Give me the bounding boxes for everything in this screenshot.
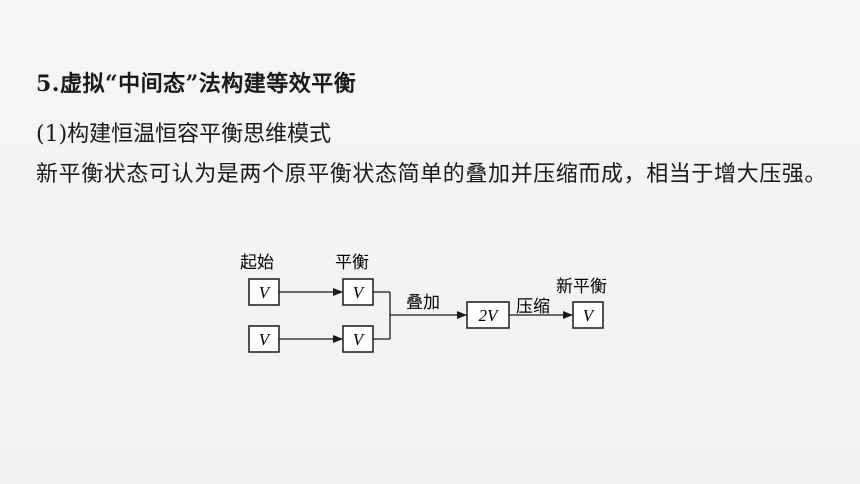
subsection-heading: (1)构建恒温恒容平衡思维模式 — [36, 122, 332, 147]
equilibrium-diagram: 起始 平衡 叠加 压缩 新平衡 V V V V — [230, 244, 650, 364]
box-eq-bottom — [342, 325, 374, 353]
label-equilibrium: 平衡 — [335, 253, 369, 273]
label-start: 起始 — [240, 253, 274, 273]
label-compress: 压缩 — [516, 297, 550, 317]
box-eq-bottom-label: V — [353, 330, 366, 349]
box-eq-top — [342, 278, 374, 306]
diagram-svg: 起始 平衡 叠加 压缩 新平衡 V V V V — [240, 253, 607, 353]
box-start-bottom-label: V — [259, 330, 272, 349]
box-start-top — [248, 278, 280, 306]
box-start-top-label: V — [259, 283, 272, 302]
box-new — [572, 301, 604, 329]
section-heading: 5.虚拟“中间态”法构建等效平衡 — [36, 71, 357, 97]
box-new-label: V — [583, 306, 596, 325]
box-eq-top-label: V — [353, 283, 366, 302]
box-combined-label: 2V — [479, 306, 501, 325]
label-new-equilibrium: 新平衡 — [556, 277, 607, 297]
label-superpose: 叠加 — [406, 293, 440, 313]
body-paragraph: 新平衡状态可认为是两个原平衡状态简单的叠加并压缩而成，相当于增大压强。 — [36, 162, 828, 187]
